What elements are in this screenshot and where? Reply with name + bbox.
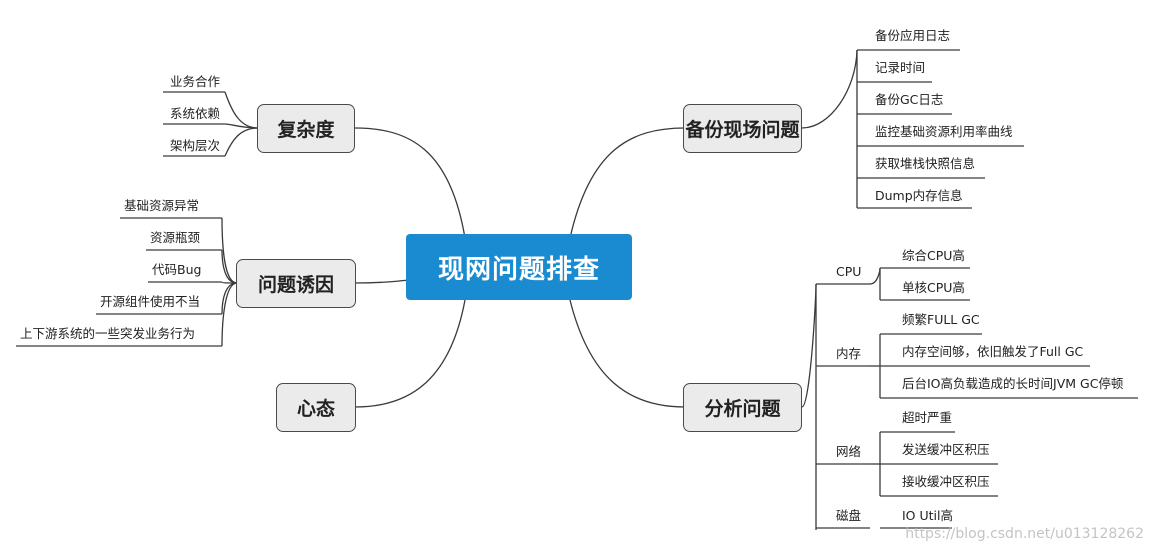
connector-complexity [354, 127, 466, 239]
leaf-backup-4[interactable]: 监控基础资源利用率曲线 [875, 124, 1013, 139]
branch-causes[interactable]: 问题诱因 [236, 259, 356, 308]
connector-backup [569, 127, 686, 239]
leaf-network-2[interactable]: 发送缓冲区积压 [902, 442, 990, 457]
branch-backup[interactable]: 备份现场问题 [683, 104, 802, 153]
branch-causes-label: 问题诱因 [257, 274, 334, 296]
leaf-memory-1[interactable]: 频繁FULL GC [902, 312, 980, 327]
leaf-backup-6[interactable]: Dump内存信息 [875, 188, 963, 203]
group-network[interactable]: 网络 [836, 444, 862, 459]
watermark: https://blog.csdn.net/u013128262 [905, 526, 1144, 542]
leaf-complexity-3[interactable]: 架构层次 [170, 138, 221, 153]
group-memory[interactable]: 内存 [836, 346, 862, 361]
group-cpu[interactable]: CPU [836, 264, 862, 279]
leaf-complexity-2[interactable]: 系统依赖 [170, 106, 221, 121]
root-label: 现网问题排查 [437, 254, 600, 285]
branch-analysis-label: 分析问题 [704, 398, 781, 420]
leaf-backup-1[interactable]: 备份应用日志 [875, 28, 951, 43]
branch-complexity[interactable]: 复杂度 [257, 104, 355, 153]
branch-analysis[interactable]: 分析问题 [683, 383, 802, 432]
leaf-complexity-1[interactable]: 业务合作 [170, 74, 221, 89]
connector-mindset [354, 299, 466, 408]
leaf-backup-5[interactable]: 获取堆栈快照信息 [875, 156, 976, 171]
leaf-backup-3[interactable]: 备份GC日志 [875, 92, 944, 107]
branch-complexity-label: 复杂度 [277, 119, 335, 141]
leaf-network-1[interactable]: 超时严重 [902, 410, 953, 425]
group-disk[interactable]: 磁盘 [836, 508, 862, 523]
leaf-cpu-1[interactable]: 综合CPU高 [902, 248, 965, 263]
leaf-backup-2[interactable]: 记录时间 [875, 60, 926, 75]
leaf-disk-1[interactable]: IO Util高 [902, 508, 953, 523]
leaf-causes-2[interactable]: 资源瓶颈 [150, 230, 201, 245]
branch-mindset-label: 心态 [296, 398, 335, 420]
leaf-cpu-2[interactable]: 单核CPU高 [902, 280, 965, 295]
leaf-causes-4[interactable]: 开源组件使用不当 [100, 294, 201, 309]
leaf-memory-2[interactable]: 内存空间够，依旧触发了Full GC [902, 344, 1084, 359]
connector-analysis [569, 299, 686, 408]
root-node[interactable]: 现网问题排查 [406, 234, 632, 300]
leaf-memory-3[interactable]: 后台IO高负载造成的长时间JVM GC停顿 [902, 376, 1124, 391]
leaf-causes-5[interactable]: 上下游系统的一些突发业务行为 [20, 326, 196, 341]
leaf-network-3[interactable]: 接收缓冲区积压 [902, 474, 990, 489]
branch-backup-label: 备份现场问题 [685, 119, 800, 141]
leaf-causes-3[interactable]: 代码Bug [152, 262, 202, 277]
leaf-causes-1[interactable]: 基础资源异常 [124, 198, 200, 213]
branch-mindset[interactable]: 心态 [276, 383, 356, 432]
